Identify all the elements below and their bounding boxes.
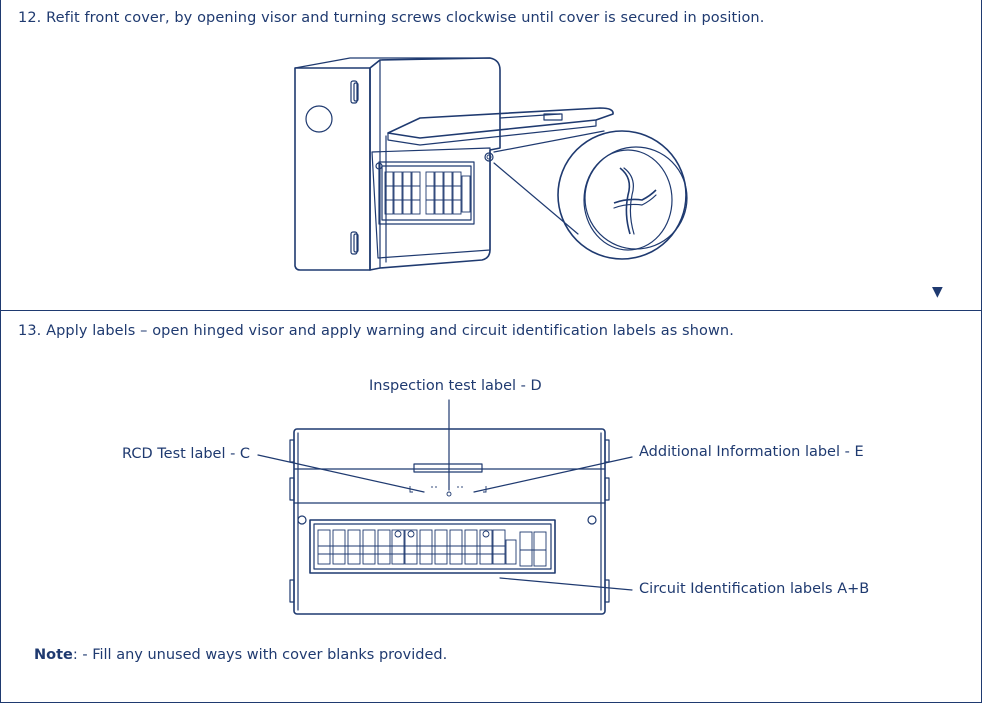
unit-side-view (294, 57, 688, 271)
rcd-test-label-caption: RCD Test label - C (122, 446, 251, 462)
unit-front-view (257, 399, 633, 615)
screw-detail-icon (583, 146, 688, 251)
down-triangle-icon[interactable]: ▼ (932, 284, 943, 300)
step-13-instruction: 13. Apply labels – open hinged visor and… (18, 323, 734, 339)
note-heading: Note (34, 647, 73, 663)
note-text: Note: - Fill any unused ways with cover … (34, 647, 447, 663)
additional-info-label-caption: Additional Information label - E (639, 444, 864, 460)
circuit-id-label-caption: Circuit Identification labels A+B (639, 581, 870, 597)
note-body: : - Fill any unused ways with cover blan… (72, 647, 448, 663)
inspection-test-label-caption: Inspection test label - D (369, 378, 542, 394)
step-12-instruction: 12. Refit front cover, by opening visor … (18, 10, 765, 26)
step-divider (0, 310, 982, 311)
